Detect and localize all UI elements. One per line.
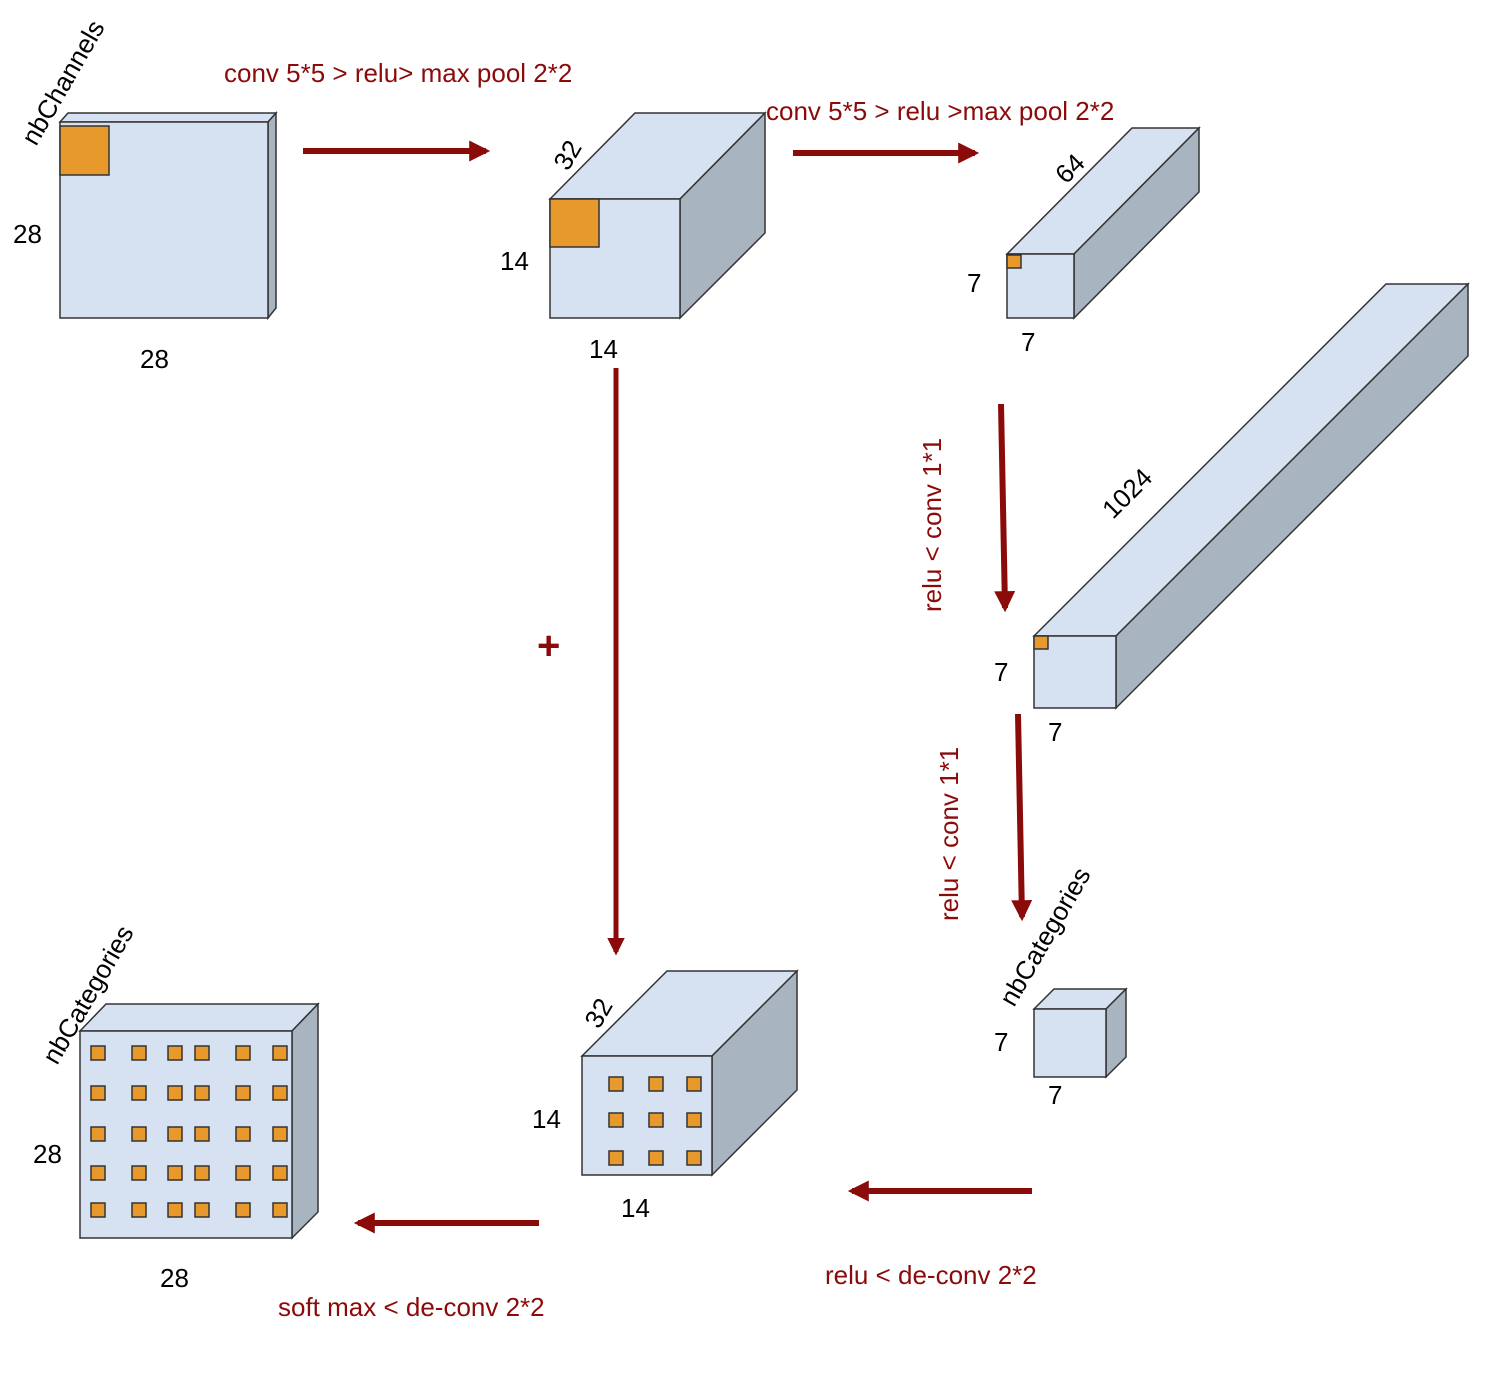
output-patch [131, 1085, 147, 1101]
score-height-label: 7 [994, 1027, 1008, 1057]
up1-patch [686, 1076, 702, 1092]
output-patch [235, 1045, 251, 1061]
conv1-height-label: 14 [500, 246, 529, 276]
score-block [1032, 987, 1128, 1079]
op5-label: relu < de-conv 2*2 [825, 1260, 1037, 1290]
op6-label: soft max < de-conv 2*2 [278, 1292, 545, 1322]
fc-width-label: 7 [1048, 717, 1062, 747]
up1-patch [608, 1150, 624, 1166]
input-width-label: 28 [140, 344, 169, 374]
output-patch [90, 1202, 106, 1218]
op3-label: relu < conv 1*1 [917, 438, 947, 612]
output-patch [167, 1085, 183, 1101]
output-patch [272, 1126, 288, 1142]
output-patch [235, 1085, 251, 1101]
output-patch [131, 1202, 147, 1218]
fc-kernel-patch [1033, 635, 1049, 650]
conv2-height-label: 7 [967, 268, 981, 298]
output-patch [194, 1085, 210, 1101]
output-patch [235, 1165, 251, 1181]
output-patch [167, 1202, 183, 1218]
up1-patch [648, 1076, 664, 1092]
output-patch [90, 1126, 106, 1142]
output-patch [90, 1045, 106, 1061]
fc-block-top [1032, 283, 1470, 637]
output-patch [194, 1045, 210, 1061]
input-block-top [58, 112, 278, 123]
output-patch [167, 1126, 183, 1142]
up1-patch-grid [608, 1076, 702, 1166]
output-block-top [78, 1003, 320, 1032]
op1-label: conv 5*5 > relu> max pool 2*2 [224, 58, 572, 88]
conv2-width-label: 7 [1021, 327, 1035, 357]
fc-block [1032, 282, 1470, 710]
output-patch [272, 1202, 288, 1218]
input-block [58, 111, 278, 321]
output-patch [194, 1165, 210, 1181]
output-width-label: 28 [160, 1263, 189, 1293]
up1-patch [608, 1076, 624, 1092]
conv2-kernel-patch [1006, 254, 1022, 269]
output-patch [272, 1165, 288, 1181]
op4-label: relu < conv 1*1 [934, 747, 964, 921]
conv1-width-label: 14 [589, 334, 618, 364]
input-kernel-patch [59, 125, 110, 176]
output-patch [235, 1202, 251, 1218]
output-patch [90, 1165, 106, 1181]
conv2-block [1005, 126, 1201, 320]
up1-width-label: 14 [621, 1193, 650, 1223]
up1-patch [608, 1112, 624, 1128]
output-patch [272, 1045, 288, 1061]
output-patch [272, 1085, 288, 1101]
output-patch [194, 1202, 210, 1218]
output-block [78, 1002, 320, 1240]
output-patch [131, 1126, 147, 1142]
output-patch [194, 1126, 210, 1142]
score-block-front [1033, 1008, 1107, 1078]
up1-block [580, 969, 799, 1177]
up1-height-label: 14 [532, 1104, 561, 1134]
output-patch-grid [90, 1045, 288, 1218]
output-patch [167, 1045, 183, 1061]
score-width-label: 7 [1048, 1080, 1062, 1110]
output-height-label: 28 [33, 1139, 62, 1169]
conv1-block [548, 111, 767, 320]
input-height-label: 28 [13, 219, 42, 249]
op4-arrow [1011, 713, 1033, 922]
op3-arrow [994, 403, 1016, 613]
output-patch [235, 1126, 251, 1142]
conv1-kernel-patch [549, 198, 600, 248]
up1-patch [686, 1150, 702, 1166]
input-block-side [267, 111, 277, 321]
output-patch [167, 1165, 183, 1181]
up1-patch [648, 1112, 664, 1128]
fc-depth-label: 1024 [1096, 462, 1158, 524]
up1-patch [686, 1112, 702, 1128]
skip-plus-label: + [537, 624, 560, 668]
output-patch [131, 1045, 147, 1061]
output-patch [131, 1165, 147, 1181]
fc-block-side [1115, 282, 1469, 710]
up1-patch [648, 1150, 664, 1166]
output-block-front [79, 1030, 293, 1239]
op2-label: conv 5*5 > relu >max pool 2*2 [766, 96, 1114, 126]
fc-height-label: 7 [994, 657, 1008, 687]
output-patch [90, 1085, 106, 1101]
output-block-side [291, 1002, 319, 1240]
